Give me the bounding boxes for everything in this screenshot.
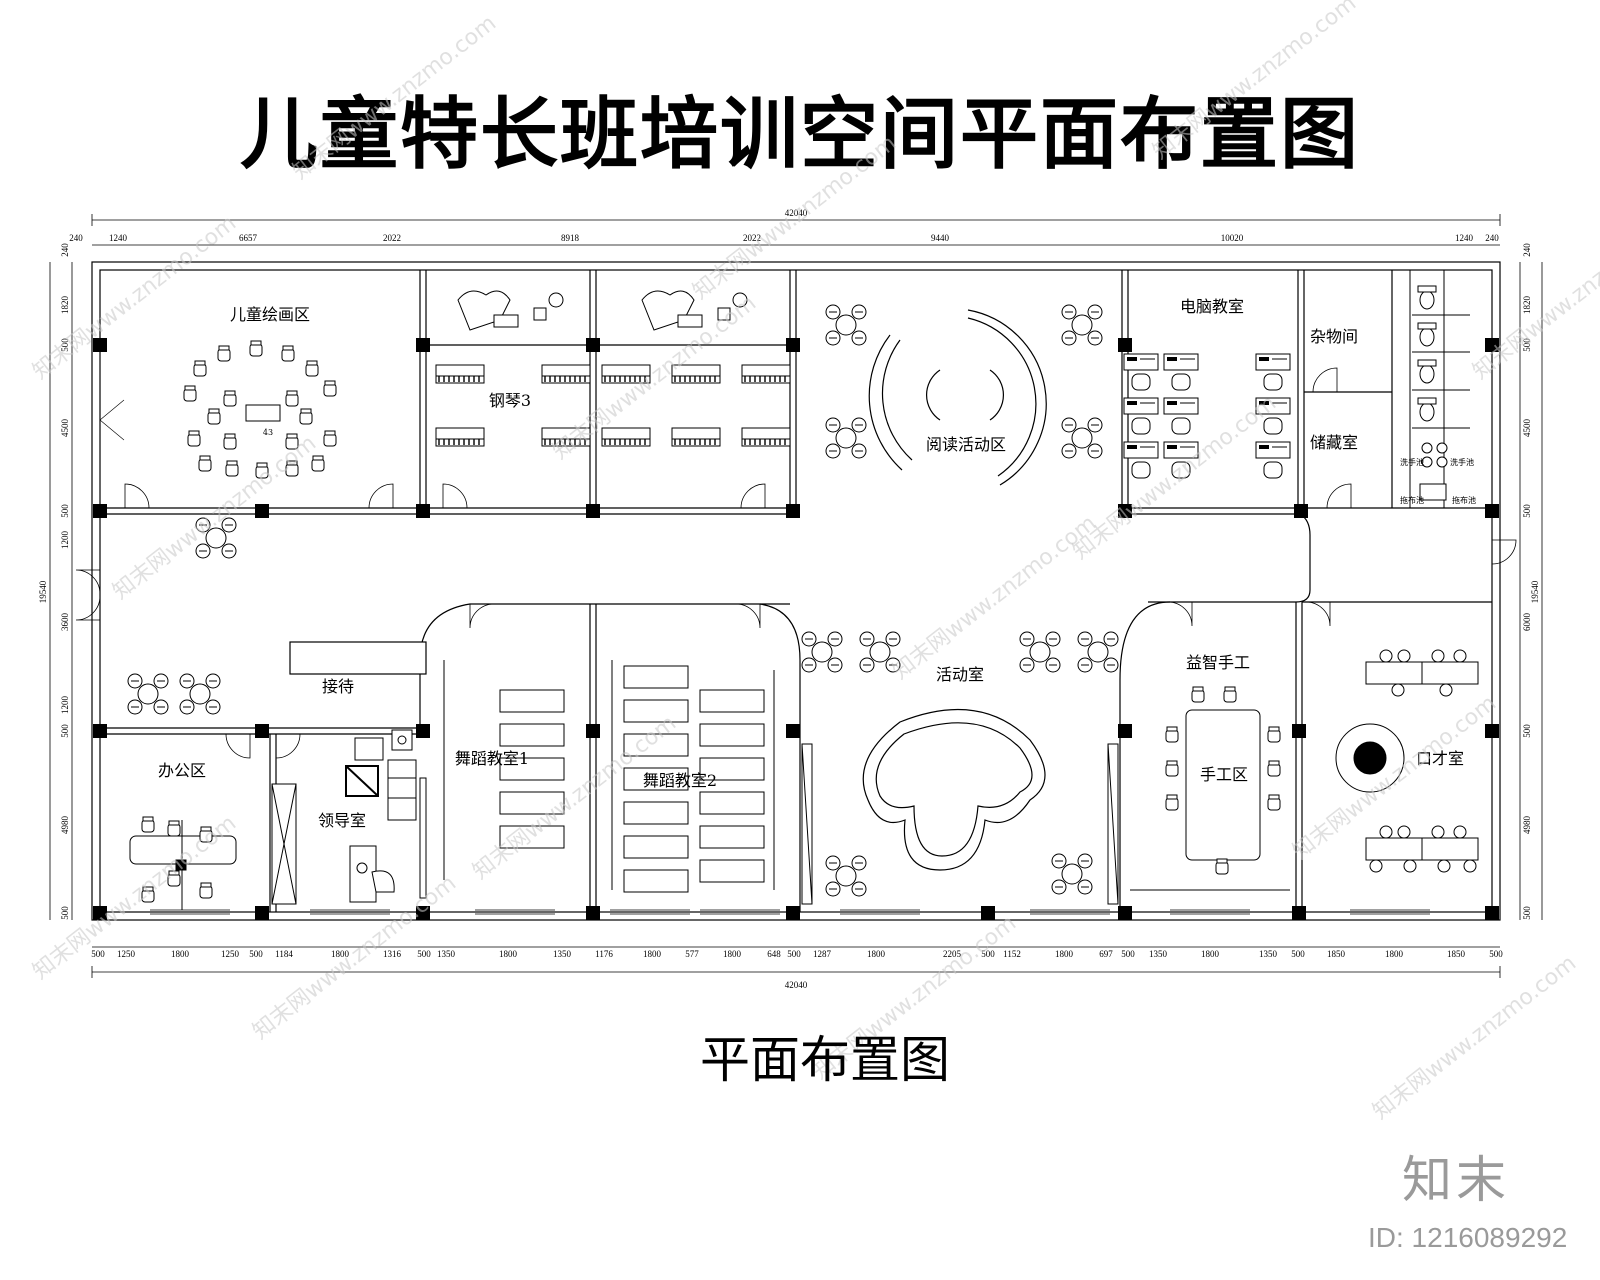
dim-top-4: 8918 bbox=[561, 233, 580, 243]
dim-bottom-21: 500 bbox=[981, 949, 995, 959]
dim-right-2: 500 bbox=[1522, 338, 1532, 352]
dim-right-3: 4500 bbox=[1522, 419, 1532, 438]
label-dance-2: 舞蹈教室2 bbox=[643, 771, 717, 790]
dim-left-1: 1820 bbox=[60, 296, 70, 315]
dim-right-7: 4980 bbox=[1522, 816, 1532, 835]
dim-bottom-28: 1350 bbox=[1259, 949, 1278, 959]
dim-bottom-29: 500 bbox=[1291, 949, 1305, 959]
dim-bottom-11: 1350 bbox=[553, 949, 572, 959]
dim-bottom-3: 1250 bbox=[221, 949, 240, 959]
label-leader-room: 领导室 bbox=[318, 811, 366, 830]
dim-bottom-15: 1800 bbox=[723, 949, 742, 959]
dim-bottom-10: 1800 bbox=[499, 949, 518, 959]
page-title: 儿童特长班培训空间平面布置图 bbox=[239, 90, 1360, 180]
dim-bottom-33: 500 bbox=[1489, 949, 1503, 959]
dim-bottom-24: 697 bbox=[1099, 949, 1113, 959]
dim-bottom-0: 500 bbox=[91, 949, 105, 959]
dim-left-7: 1200 bbox=[60, 696, 70, 715]
dim-bottom-14: 577 bbox=[685, 949, 699, 959]
label-craft-area: 手工区 bbox=[1200, 765, 1248, 784]
dim-left-4: 500 bbox=[60, 504, 70, 518]
dim-bottom-12: 1176 bbox=[595, 949, 613, 959]
label-sink-1: 洗手池 bbox=[1400, 457, 1424, 467]
label-activity-room: 活动室 bbox=[936, 665, 984, 684]
dim-bottom-6: 1800 bbox=[331, 949, 350, 959]
dim-total-top: 42040 bbox=[785, 208, 808, 218]
label-misc-room: 杂物间 bbox=[1310, 327, 1358, 346]
dim-bottom-13: 1800 bbox=[643, 949, 662, 959]
dim-right-1: 1820 bbox=[1522, 296, 1532, 315]
image-id: ID: 1216089292 bbox=[1368, 1222, 1568, 1253]
label-office: 办公区 bbox=[158, 761, 206, 780]
dim-bottom-9: 1350 bbox=[437, 949, 456, 959]
label-piano: 钢琴3 bbox=[489, 391, 531, 410]
dim-bottom-8: 500 bbox=[417, 949, 431, 959]
label-computer-room: 电脑教室 bbox=[1180, 297, 1244, 316]
dim-top-9: 240 bbox=[1485, 233, 1499, 243]
dim-left-6: 3600 bbox=[60, 613, 70, 632]
dim-left-8: 500 bbox=[60, 724, 70, 738]
dim-bottom-20: 2205 bbox=[943, 949, 962, 959]
dim-bottom-1: 1250 bbox=[117, 949, 136, 959]
dim-top-8: 1240 bbox=[1455, 233, 1474, 243]
dim-left-9: 4980 bbox=[60, 816, 70, 835]
dim-left-10: 500 bbox=[60, 906, 70, 920]
brand-logo: 知末 bbox=[1402, 1151, 1510, 1209]
dim-bottom-32: 1850 bbox=[1447, 949, 1466, 959]
dim-bottom-22: 1152 bbox=[1003, 949, 1021, 959]
dim-right-0: 240 bbox=[1522, 243, 1532, 257]
dim-bottom-30: 1850 bbox=[1327, 949, 1346, 959]
label-dance-1: 舞蹈教室1 bbox=[455, 749, 529, 768]
dim-top-0: 240 bbox=[69, 233, 83, 243]
dim-total-bottom: 42040 bbox=[785, 980, 808, 990]
dim-bottom-5: 1184 bbox=[275, 949, 293, 959]
dim-top-7: 10020 bbox=[1221, 233, 1244, 243]
dim-bottom-16: 648 bbox=[767, 949, 781, 959]
dim-left-total: 19540 bbox=[38, 580, 48, 603]
dim-top-5: 2022 bbox=[743, 233, 761, 243]
label-sink-2: 洗手池 bbox=[1450, 457, 1474, 467]
dim-left-0: 240 bbox=[60, 243, 70, 257]
dim-top-2: 6657 bbox=[239, 233, 258, 243]
dim-bottom-25: 500 bbox=[1121, 949, 1135, 959]
dim-bottom-27: 1800 bbox=[1201, 949, 1220, 959]
dim-bottom-31: 1800 bbox=[1385, 949, 1404, 959]
dim-top-1: 1240 bbox=[109, 233, 128, 243]
dim-bottom-7: 1316 bbox=[383, 949, 402, 959]
dim-bottom-26: 1350 bbox=[1149, 949, 1168, 959]
dim-right-total: 19540 bbox=[1530, 580, 1540, 603]
dim-right-6: 500 bbox=[1522, 724, 1532, 738]
dim-bottom-17: 500 bbox=[787, 949, 801, 959]
label-mop-2: 拖布池 bbox=[1452, 495, 1476, 505]
dim-left-3: 4500 bbox=[60, 419, 70, 438]
label-drawing-area: 儿童绘画区 bbox=[230, 305, 310, 324]
dim-right-5: 6000 bbox=[1522, 613, 1532, 632]
dim-bottom-4: 500 bbox=[249, 949, 263, 959]
dim-top-6: 9440 bbox=[931, 233, 950, 243]
dim-bottom-19: 1800 bbox=[867, 949, 886, 959]
dim-bottom-18: 1287 bbox=[813, 949, 832, 959]
dim-right-8: 500 bbox=[1522, 906, 1532, 920]
label-storage: 储藏室 bbox=[1310, 433, 1358, 452]
dim-bottom-23: 1800 bbox=[1055, 949, 1074, 959]
dim-top-3: 2022 bbox=[383, 233, 401, 243]
label-drawing-count: 43 bbox=[263, 428, 273, 437]
drawing-subtitle: 平面布置图 bbox=[700, 1031, 950, 1089]
dim-left-2: 500 bbox=[60, 338, 70, 352]
dim-left-5: 1200 bbox=[60, 531, 70, 550]
label-puzzle: 益智手工 bbox=[1186, 653, 1250, 672]
dim-right-4: 500 bbox=[1522, 504, 1532, 518]
label-mop-1: 拖布池 bbox=[1400, 495, 1424, 505]
label-reading: 阅读活动区 bbox=[926, 435, 1006, 454]
label-reception: 接待 bbox=[322, 677, 354, 696]
label-eloquence-room: 口才室 bbox=[1416, 749, 1464, 768]
dim-bottom-2: 1800 bbox=[171, 949, 190, 959]
